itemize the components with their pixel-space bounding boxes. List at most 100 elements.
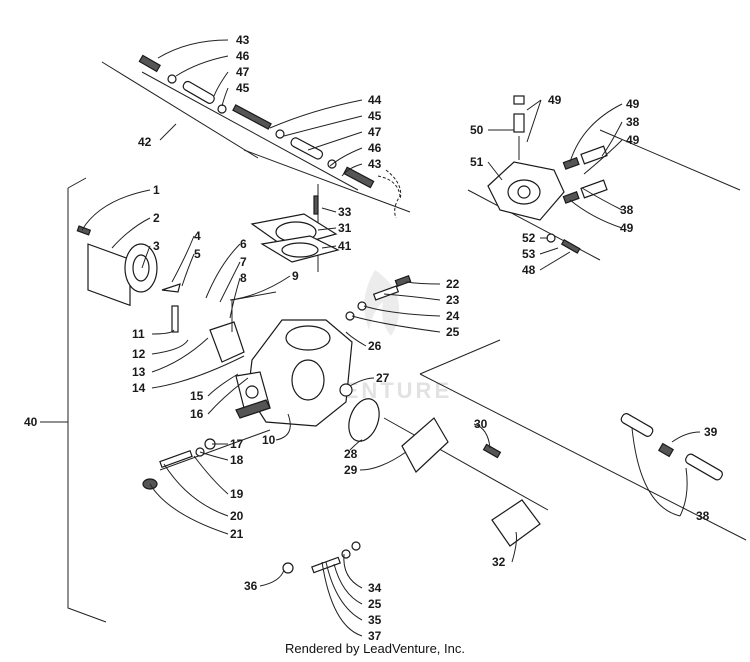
cable-end-part (138, 54, 161, 73)
callout-7: 7 (240, 255, 247, 269)
venturi-part (291, 359, 325, 401)
spring-part (159, 449, 193, 469)
callout-23: 23 (446, 293, 460, 307)
callout-48: 48 (522, 263, 536, 277)
callout-26: 26 (368, 339, 382, 353)
callout-25: 25 (368, 597, 382, 611)
sleeve-part (182, 80, 215, 104)
callout-39: 39 (704, 425, 718, 439)
callout-49: 49 (620, 221, 634, 235)
screw-part (482, 443, 502, 459)
screw-part (394, 275, 412, 287)
callout-2: 2 (153, 211, 160, 225)
callout-36: 36 (244, 579, 258, 593)
bolt-part (560, 238, 581, 254)
footer-credit: Rendered by LeadVenture, Inc. (285, 641, 465, 656)
callout-38: 38 (696, 509, 710, 523)
linkage-part (235, 399, 271, 419)
callout-46: 46 (236, 49, 250, 63)
callout-25: 25 (446, 325, 460, 339)
callout-12: 12 (132, 347, 146, 361)
diaphragm-center-part (132, 254, 150, 282)
callout-46: 46 (368, 141, 382, 155)
callout-15: 15 (190, 389, 204, 403)
choke-cable-assembly (620, 413, 723, 481)
callout-19: 19 (230, 487, 244, 501)
screw-part (313, 195, 319, 215)
screw-part (76, 225, 92, 236)
callout-38: 38 (620, 203, 634, 217)
sleeve-part (290, 137, 324, 160)
callout-8: 8 (240, 271, 247, 285)
washer-part (357, 301, 367, 311)
callout-20: 20 (230, 509, 244, 523)
callout-17: 17 (230, 437, 244, 451)
callout-11: 11 (132, 327, 145, 341)
washer-part (217, 104, 227, 114)
cover-part (401, 417, 449, 473)
callout-leaders (40, 39, 701, 637)
intake-flange-parts (250, 195, 340, 263)
pin-part (171, 305, 179, 333)
spring-part (372, 285, 400, 301)
callout-43: 43 (236, 33, 250, 47)
callout-4: 4 (194, 229, 201, 243)
reed-and-cover-parts (348, 398, 541, 547)
callout-33: 33 (338, 205, 352, 219)
cap-part (282, 562, 294, 574)
callout-3: 3 (153, 239, 160, 253)
callout-34: 34 (368, 581, 382, 595)
callout-28: 28 (344, 447, 358, 461)
reed-plate-part (491, 499, 541, 547)
o-ring-part (351, 541, 361, 551)
callout-22: 22 (446, 277, 460, 291)
callout-40: 40 (24, 415, 38, 429)
hose-part (580, 179, 608, 199)
cable-end-part (343, 166, 375, 189)
callout-49: 49 (626, 133, 640, 147)
pump-cover-plate-part (87, 243, 131, 307)
carburetor-body (209, 319, 353, 427)
callout-37: 37 (368, 629, 382, 641)
screw-part (339, 383, 353, 397)
callout-21: 21 (230, 527, 244, 541)
callout-10: 10 (262, 433, 276, 447)
callout-52: 52 (522, 231, 536, 245)
fuel-pump-parts (76, 225, 181, 333)
lower-screw-stack (142, 438, 216, 490)
callout-30: 30 (474, 417, 488, 431)
washer-part (546, 233, 556, 243)
callout-45: 45 (368, 109, 382, 123)
callout-51: 51 (470, 155, 484, 169)
callout-49: 49 (548, 93, 562, 107)
sleeve-part (620, 413, 654, 437)
callout-13: 13 (132, 365, 146, 379)
callout-47: 47 (236, 65, 250, 79)
callout-9: 9 (292, 269, 299, 283)
callout-41: 41 (338, 239, 352, 253)
callout-5: 5 (194, 247, 201, 261)
callout-44: 44 (368, 93, 382, 107)
o-ring-part (345, 311, 355, 321)
fitting-part (562, 191, 580, 204)
sleeve-part (685, 453, 723, 481)
callout-49: 49 (626, 97, 640, 111)
fitting-part (562, 157, 580, 170)
bottom-screw-stack (282, 541, 361, 574)
callout-45: 45 (236, 81, 250, 95)
lever-part (161, 283, 181, 293)
screen-part (348, 398, 380, 442)
callout-50: 50 (470, 123, 484, 137)
washer-part (341, 549, 351, 559)
callout-35: 35 (368, 613, 382, 627)
throttle-bore-part (285, 325, 331, 351)
callout-38: 38 (626, 115, 640, 129)
carburetor-exploded-diagram: VENTURE (24, 33, 747, 641)
callout-14: 14 (132, 381, 146, 395)
callout-53: 53 (522, 247, 536, 261)
throttle-cable-assembly (101, 54, 411, 219)
callout-42: 42 (138, 135, 152, 149)
plug-part (513, 95, 525, 105)
pump-cover-part (209, 321, 245, 363)
